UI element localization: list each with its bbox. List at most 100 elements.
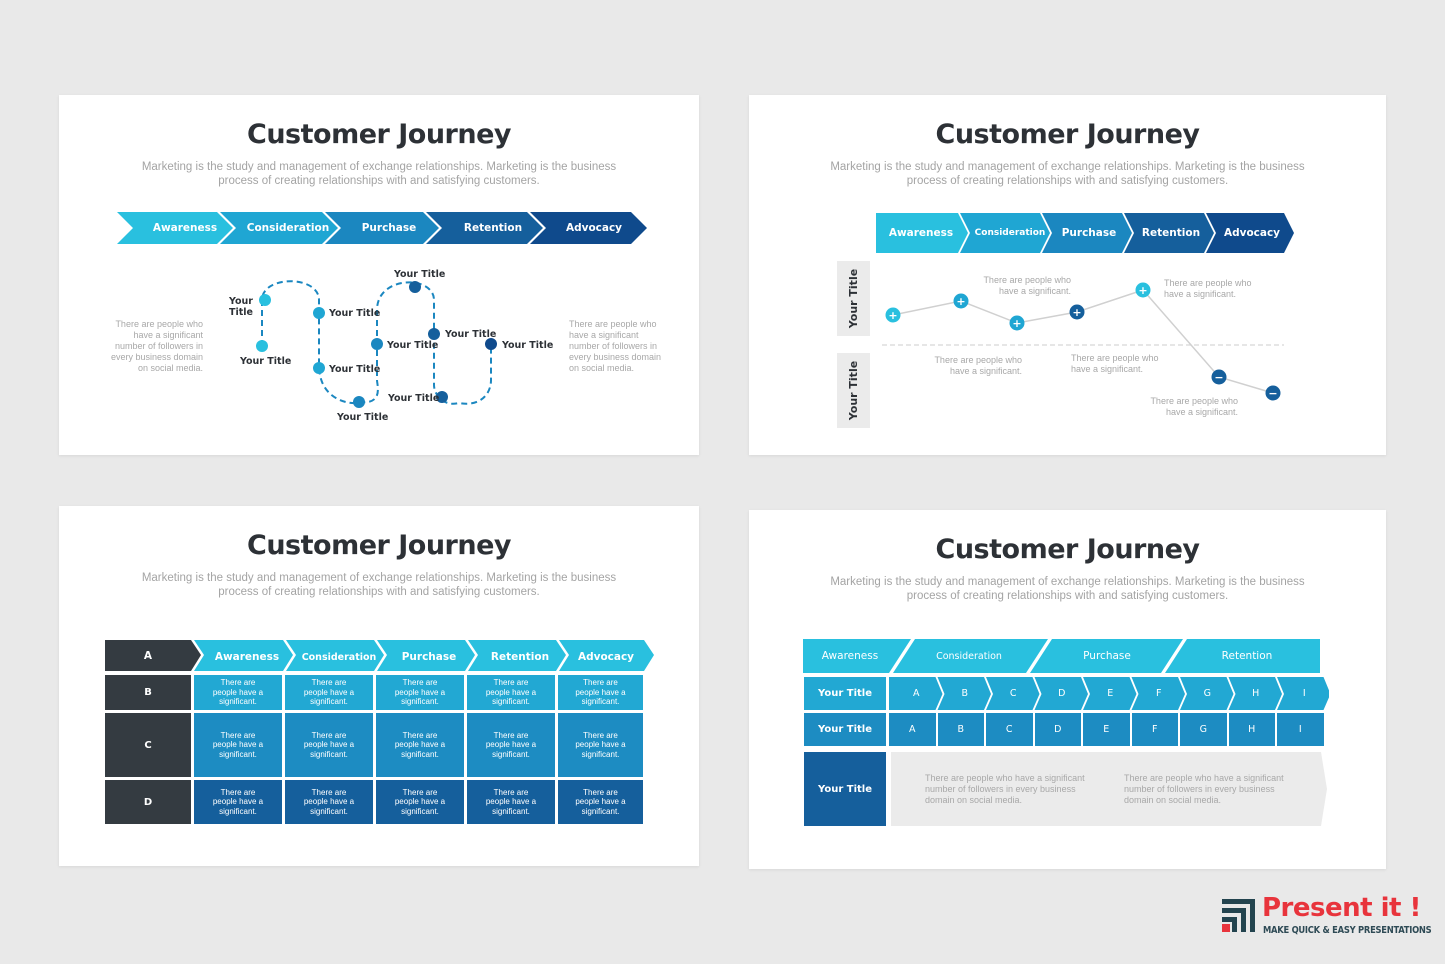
matrix-cell: There are people have a significant.: [467, 675, 555, 710]
band-note: There are people who have a significant …: [925, 773, 1095, 806]
stage-label: Consideration: [301, 652, 377, 663]
note-line: every business domain: [569, 352, 662, 362]
step-chevron: [1228, 677, 1282, 710]
stage-label: Retention: [463, 222, 523, 234]
slide-1[interactable]: Customer Journey Marketing is the study …: [59, 95, 699, 455]
header-chevron: [194, 640, 293, 671]
band-purchase: [1030, 639, 1183, 673]
stage-label: Consideration: [936, 651, 1002, 662]
step-chevron: [937, 677, 991, 710]
matrix-cell: There are people have a significant.: [285, 675, 373, 710]
slide-3[interactable]: Customer Journey Marketing is the study …: [59, 506, 699, 866]
left-note: There are people who have a significant …: [99, 319, 203, 374]
notes-band: [891, 752, 1327, 826]
band-retention: [1165, 639, 1320, 673]
step-label: A: [913, 688, 920, 699]
journey-point: [353, 396, 365, 408]
note-line: domain on social media.: [925, 795, 1023, 805]
step-label: H: [1252, 688, 1260, 699]
step-chevron-row: [889, 677, 1329, 710]
band-consideration: [893, 639, 1048, 673]
journey-point: [409, 281, 421, 293]
right-note: There are people who have a significant …: [569, 319, 673, 374]
journey-point: [259, 294, 271, 306]
journey-point: [313, 362, 325, 374]
header-chevron: [286, 640, 384, 671]
brand-tagline: MAKE QUICK & EASY PRESENTATIONS: [1263, 925, 1432, 936]
chevron-consideration: [220, 212, 338, 244]
stage-label: Awareness: [888, 227, 954, 239]
row-label: Your Title: [804, 713, 886, 746]
point-label: Your Title: [329, 364, 381, 375]
step-label: C: [1009, 688, 1017, 699]
marker-minus: −: [1265, 385, 1281, 401]
marker-minus: −: [1211, 369, 1227, 385]
band-note: There are people who have a significant …: [1124, 773, 1294, 806]
step-chevron: [1083, 677, 1137, 710]
slide-4[interactable]: Customer Journey Marketing is the study …: [749, 510, 1386, 869]
point-label: Your Title: [240, 356, 292, 367]
svg-text:−: −: [1214, 371, 1223, 384]
svg-text:−: −: [1268, 387, 1277, 400]
matrix-cell: There are people have a significant.: [558, 780, 643, 824]
step-box: D: [1034, 713, 1081, 746]
row-label: Your Title: [804, 677, 886, 710]
step-label: G: [1203, 688, 1211, 699]
note-line: number of followers in every business: [1124, 784, 1275, 794]
note-line: have a significant.: [1164, 289, 1237, 299]
slide-title: Customer Journey: [935, 534, 1201, 565]
note-line: There are people who: [115, 319, 203, 329]
stage-label: Purchase: [361, 222, 417, 234]
brand-name: Present it !: [1262, 893, 1421, 923]
chevron-retention: [1124, 213, 1214, 253]
stage-label: Advocacy: [565, 222, 623, 234]
header-chevron: [377, 640, 475, 671]
step-label: B: [961, 688, 969, 699]
matrix-cell: There are people have a significant.: [467, 713, 555, 777]
note-line: There are people who: [1150, 396, 1238, 406]
slide-2[interactable]: Customer Journey Marketing is the study …: [749, 95, 1386, 455]
note-line: have a significant.: [1071, 364, 1144, 374]
note-line: on social media.: [569, 363, 635, 373]
corner-label: A: [143, 650, 153, 662]
slide-title: Customer Journey: [247, 119, 512, 150]
chart-note: There are people who have a significant.: [971, 275, 1071, 297]
marker-plus: +: [1135, 282, 1151, 298]
step-label: E: [1107, 688, 1114, 699]
chevron-consideration: [960, 213, 1050, 253]
note-line: There are people who: [983, 275, 1071, 285]
note-line: number of followers in every business: [925, 784, 1076, 794]
matrix-cell: There are people have a significant.: [558, 713, 643, 777]
note-line: There are people who have a significant: [1124, 773, 1284, 783]
chevron-awareness: [117, 212, 233, 244]
matrix-cell: There are people have a significant.: [285, 713, 373, 777]
slide-title: Customer Journey: [247, 530, 512, 561]
stage-label: Awareness: [214, 651, 280, 663]
stage-label: Purchase: [401, 651, 457, 663]
stage-label: Awareness: [821, 650, 879, 662]
chevron-purchase: [325, 212, 439, 244]
chart-note: There are people who have a significant.: [922, 355, 1022, 377]
svg-text:+: +: [1012, 317, 1021, 330]
slide-subtitle: Marketing is the study and management of…: [809, 575, 1326, 603]
note-line: on social media.: [137, 363, 203, 373]
step-box: C: [986, 713, 1033, 746]
step-chevron: [1034, 677, 1088, 710]
svg-text:+: +: [888, 309, 897, 322]
slide-subtitle: Marketing is the study and management of…: [119, 160, 639, 188]
note-line: There are people who: [1071, 353, 1159, 363]
chevron-awareness: [876, 213, 968, 253]
matrix-cell: There are people have a significant.: [376, 675, 464, 710]
note-line: There are people who: [569, 319, 657, 329]
step-box: A: [889, 713, 936, 746]
matrix-cell: There are people have a significant.: [285, 780, 373, 824]
journey-point: [256, 340, 268, 352]
svg-text:+: +: [956, 295, 965, 308]
sentiment-line-chart: + + + + + − −: [882, 282, 1284, 401]
subtitle-line: process of creating relationships with a…: [906, 175, 1229, 187]
note-line: have a significant: [133, 330, 203, 340]
stage-label: Retention: [490, 651, 550, 663]
note-line: There are people who: [934, 355, 1022, 365]
note-line: number of followers in: [114, 341, 203, 351]
stage-label: Advocacy: [577, 651, 635, 663]
